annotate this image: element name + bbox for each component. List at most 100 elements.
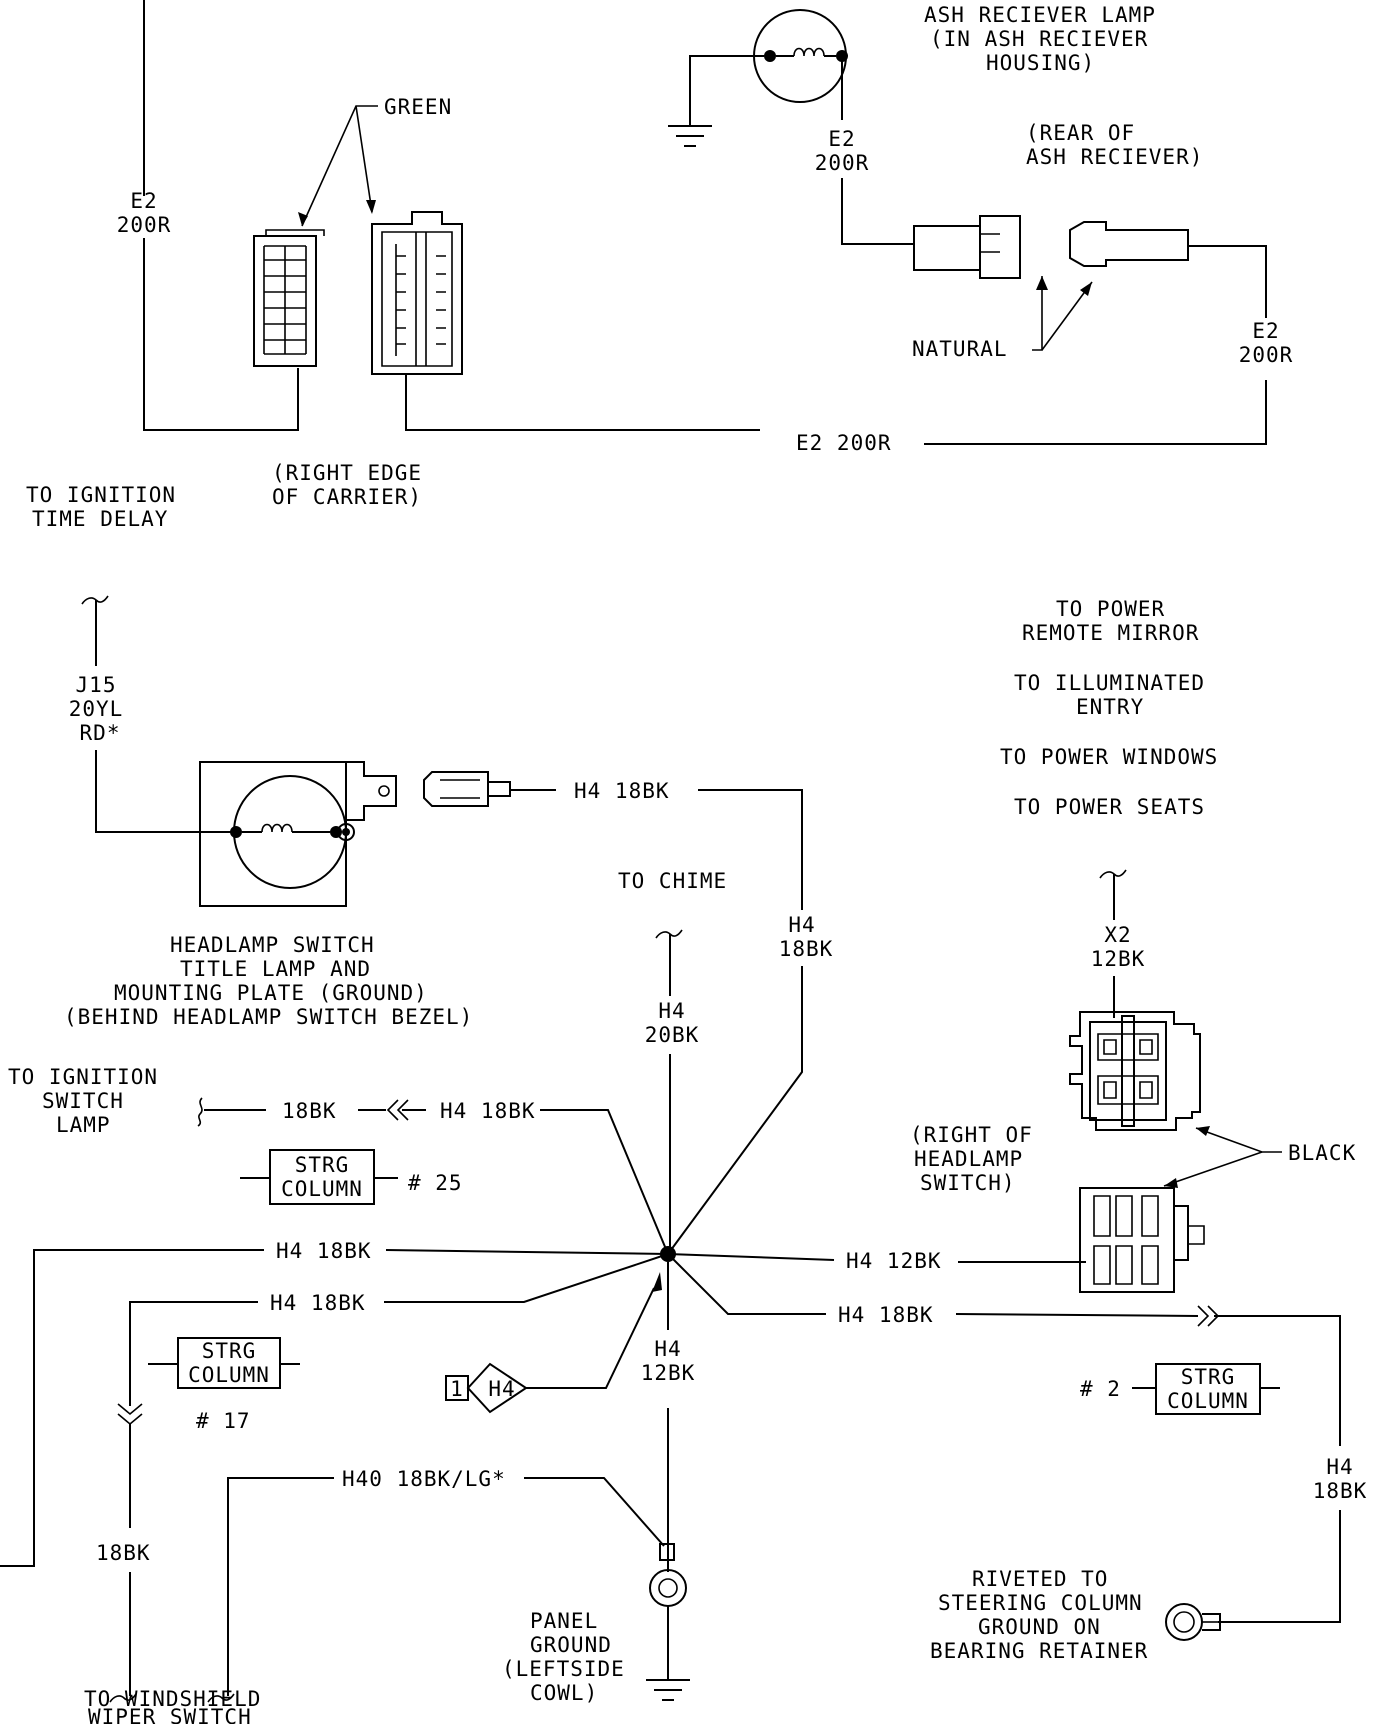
- wire-h4-left-long: H4 18BK: [0, 1239, 669, 1567]
- wire-wiper-18bk: 18BK: [96, 1403, 151, 1703]
- strg-column-ref-2: # 2 STRG COLUMN: [1080, 1363, 1280, 1415]
- panel-ground-label: GROUND: [530, 1633, 612, 1657]
- wire-h4-right-vert: H4 18BK: [1218, 1455, 1368, 1623]
- to-ignition-switch-lamp-label: SWITCH: [42, 1089, 124, 1113]
- riveted-label: STEERING COLUMN: [938, 1591, 1143, 1615]
- right-edge-carrier-label: OF CARRIER): [272, 485, 422, 509]
- wire-label-j15: J15: [76, 673, 117, 697]
- wire-label-h4-12bk: H4 12BK: [846, 1249, 942, 1273]
- to-ignition-time-delay-label: TIME DELAY: [32, 507, 168, 531]
- rear-ash-label: ASH RECIEVER): [1026, 145, 1203, 169]
- column-label: COLUMN: [281, 1177, 363, 1201]
- panel-ground: [646, 1543, 690, 1701]
- steering-column-ground: [1165, 1603, 1221, 1641]
- to-power-label: TO POWER WINDOWS: [1000, 745, 1218, 769]
- headlamp-switch-label: (BEHIND HEADLAMP SWITCH BEZEL): [64, 1005, 473, 1029]
- headlamp-switch-label: TITLE LAMP AND: [180, 957, 371, 981]
- natural-label: NATURAL: [912, 337, 1008, 361]
- green-label: GREEN: [384, 95, 452, 119]
- wire-h4-ignition: 18BK H4 18BK: [197, 1097, 669, 1255]
- green-callout: GREEN: [298, 95, 452, 227]
- wire-h4-12bk-right: H4 12BK: [667, 1249, 1086, 1273]
- headlamp-right-connector-top: [1069, 1011, 1201, 1131]
- wire-label-18bk: 18BK: [282, 1099, 337, 1123]
- wire-label-200r: 200R: [1239, 343, 1294, 367]
- ash-receiver-connector: [913, 215, 1267, 318]
- black-label: BLACK: [1288, 1141, 1356, 1165]
- wire-h4-center-down: H4 12BK: [641, 1262, 696, 1572]
- to-ignition-time-delay-label: TO IGNITION: [26, 483, 176, 507]
- ash-lamp-label: HOUSING): [986, 51, 1095, 75]
- wire-label-h40: H40 18BK/LG*: [342, 1467, 506, 1491]
- wire-label-200r: 200R: [117, 213, 172, 237]
- riveted-label: BEARING RETAINER: [930, 1639, 1148, 1663]
- wire-label-h4: H4: [1326, 1455, 1353, 1479]
- wire-label-h4-18bk: H4 18BK: [574, 779, 670, 803]
- wire-h4-top: H4 18BK H4 18BK: [423, 771, 834, 1255]
- ref-number-2: # 2: [1080, 1377, 1121, 1401]
- to-windshield-label: TO WINDSHIELD: [84, 1687, 261, 1711]
- wire-h4-right-2: H4 18BK: [667, 1253, 1341, 1446]
- to-power-label: REMOTE MIRROR: [1022, 621, 1199, 645]
- panel-ground-label: PANEL: [530, 1609, 598, 1633]
- wire-label-h4: H4: [658, 999, 685, 1023]
- wire-label-12bk: 12BK: [1091, 947, 1146, 971]
- strg-column-ref-17: STRG COLUMN # 17: [148, 1337, 300, 1433]
- wire-label-e2: E2: [130, 189, 157, 213]
- panel-ground-label: (LEFTSIDE: [502, 1657, 625, 1681]
- wire-x2: X2 12BK: [1091, 869, 1146, 1018]
- splice-ref-number: 1: [450, 1377, 464, 1401]
- headlamp-switch-label: MOUNTING PLATE (GROUND): [114, 981, 428, 1005]
- to-chime-label: TO CHIME: [618, 869, 727, 893]
- wire-label-e2-200r: E2 200R: [796, 431, 892, 455]
- carrier-connector-left: [253, 229, 325, 367]
- black-callout: BLACK: [1163, 1126, 1356, 1188]
- wire-label-18bk: 18BK: [779, 937, 834, 961]
- riveted-label: RIVETED TO: [972, 1567, 1108, 1591]
- wire-h4-chime: H4 20BK: [645, 929, 700, 1254]
- panel-ground-label: COWL): [530, 1681, 598, 1705]
- wire-label-200r: 200R: [815, 151, 870, 175]
- ref-number-25: # 25: [408, 1171, 463, 1195]
- right-edge-carrier-label: (RIGHT EDGE: [272, 461, 422, 485]
- to-power-label: TO POWER SEATS: [1014, 795, 1205, 819]
- right-of-headlamp-label: (RIGHT OF: [910, 1123, 1033, 1147]
- right-of-headlamp-label: HEADLAMP: [914, 1147, 1023, 1171]
- splice-ref-code: H4: [488, 1377, 515, 1401]
- wire-e2-left: E2 200R: [117, 0, 299, 431]
- wire-label-rd: RD*: [80, 721, 121, 745]
- wire-label-e2: E2: [828, 127, 855, 151]
- wire-label-12bk: 12BK: [641, 1361, 696, 1385]
- wire-label-h4-18bk: H4 18BK: [276, 1239, 372, 1263]
- wire-j15: J15 20YL RD*: [69, 595, 236, 833]
- wire-label-h4-18bk: H4 18BK: [440, 1099, 536, 1123]
- to-windshield-label: WIPER SWITCH: [88, 1705, 252, 1724]
- ash-lamp-label: (IN ASH RECIEVER: [930, 27, 1148, 51]
- carrier-connector-right: [371, 211, 760, 431]
- strg-label: STRG: [1181, 1365, 1236, 1389]
- to-power-label: TO POWER: [1056, 597, 1165, 621]
- wire-label-h4: H4: [654, 1337, 681, 1361]
- ref-number-17: # 17: [196, 1409, 251, 1433]
- right-of-headlamp-label: SWITCH): [920, 1171, 1016, 1195]
- ash-lamp-label: ASH RECIEVER LAMP: [924, 3, 1156, 27]
- strg-label: STRG: [295, 1153, 350, 1177]
- wire-label-18bk: 18BK: [1313, 1479, 1368, 1503]
- to-ignition-switch-lamp-label: TO IGNITION: [8, 1065, 158, 1089]
- headlamp-switch-lamp: [199, 761, 397, 907]
- ash-receiver-lamp: [668, 9, 848, 147]
- natural-callout: NATURAL: [912, 276, 1093, 361]
- wire-h4-left-2: H4 18BK: [129, 1253, 669, 1406]
- strg-column-ref-25: STRG COLUMN # 25: [240, 1149, 463, 1205]
- column-label: COLUMN: [1167, 1389, 1249, 1413]
- wire-label-h4-18bk: H4 18BK: [270, 1291, 366, 1315]
- wire-label-20yl: 20YL: [69, 697, 124, 721]
- splice-ref-h4: 1 H4: [445, 1272, 662, 1414]
- headlamp-right-connector-bottom: [1079, 1187, 1205, 1293]
- wire-label-18bk: 18BK: [96, 1541, 151, 1565]
- wire-e2-bottom: E2 200R: [796, 380, 1267, 455]
- wire-label-x2: X2: [1104, 923, 1131, 947]
- to-power-label: TO ILLUMINATED: [1014, 671, 1205, 695]
- wire-label-20bk: 20BK: [645, 1023, 700, 1047]
